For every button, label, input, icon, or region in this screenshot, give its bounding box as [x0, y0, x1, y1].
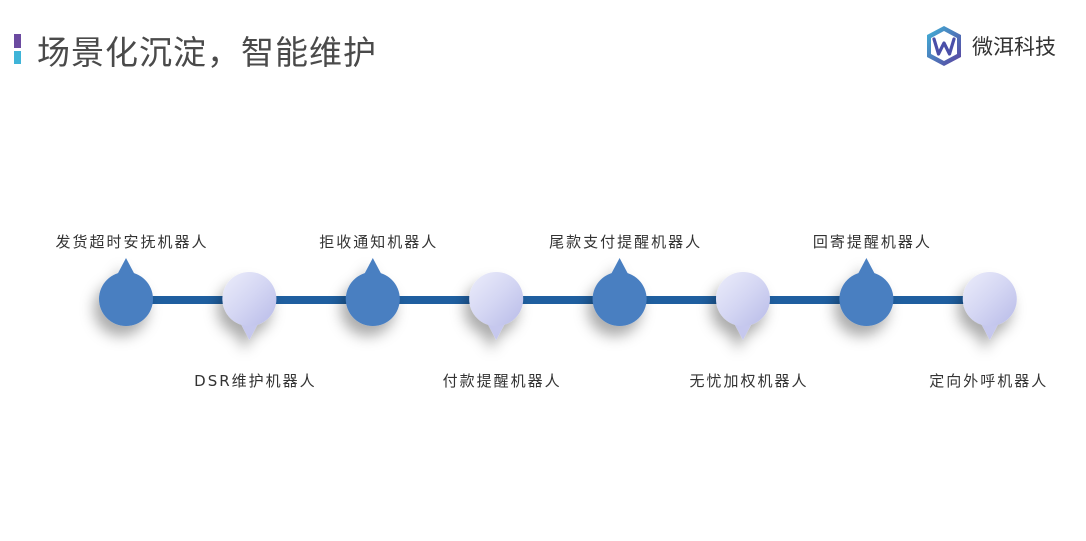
page-title: 场景化沉淀，智能维护 [37, 33, 377, 72]
w-hexagon-logo-icon [927, 26, 961, 66]
timeline-node-label: 无忧加权机器人 [689, 372, 809, 390]
brand-logo: 微洱科技 [922, 24, 1056, 68]
timeline-node [222, 272, 277, 340]
timeline-node [469, 272, 524, 340]
timeline-line [125, 296, 993, 304]
timeline-node [592, 258, 647, 326]
brand-name: 微洱科技 [972, 35, 1056, 59]
timeline-node-label: 拒收通知机器人 [319, 233, 439, 251]
timeline-node-label: 尾款支付提醒机器人 [549, 233, 703, 251]
timeline-node [839, 258, 894, 326]
timeline-node-label: 发货超时安抚机器人 [55, 233, 209, 251]
timeline-node-label: DSR维护机器人 [194, 372, 317, 390]
timeline-node [716, 272, 770, 340]
timeline-node-label: 回寄提醒机器人 [812, 233, 932, 251]
title-accent-bar [14, 34, 21, 64]
timeline-node [345, 258, 400, 326]
timeline-node [962, 272, 1017, 340]
timeline-node [99, 258, 153, 326]
timeline-node-label: 定向外呼机器人 [929, 372, 1049, 390]
timeline-node-label: 付款提醒机器人 [442, 372, 562, 390]
